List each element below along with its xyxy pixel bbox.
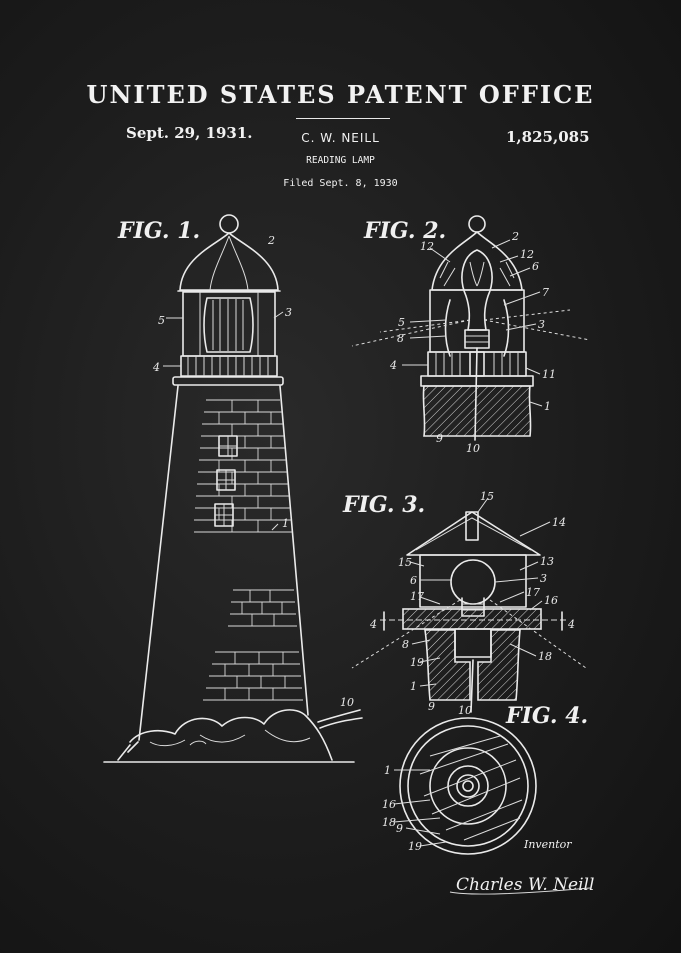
fig4-ref: 16 bbox=[382, 798, 396, 811]
fig2-ref: 7 bbox=[542, 286, 549, 299]
fig3-ref: 9 bbox=[428, 700, 435, 713]
fig1-ref: 2 bbox=[267, 234, 275, 247]
fig3-ref: 15 bbox=[398, 556, 412, 569]
fig3-ref: 13 bbox=[540, 555, 554, 568]
fig2-ref: 4 bbox=[389, 359, 397, 372]
fig1-ref: 10 bbox=[340, 696, 354, 709]
fig4-ref: 9 bbox=[396, 822, 403, 835]
fig3-ref: 10 bbox=[458, 704, 472, 717]
fig4-label: FIG. 4. bbox=[505, 703, 588, 729]
fig2-label: FIG. 2. bbox=[363, 218, 446, 244]
fig3-ref: 17 bbox=[410, 590, 424, 603]
fig2-ref: 10 bbox=[466, 442, 480, 455]
fig3-ref: 16 bbox=[544, 594, 558, 607]
fig3-ref: 6 bbox=[410, 574, 417, 587]
fig3-ref: 3 bbox=[540, 572, 547, 585]
fig3-ref: 14 bbox=[552, 516, 566, 529]
fig1-ref: 1 bbox=[282, 517, 289, 530]
fig2-ref: 8 bbox=[397, 332, 404, 345]
fig3-ref: 1 bbox=[410, 680, 417, 693]
fig2-ref: 5 bbox=[398, 316, 405, 329]
figure-2-section: FIG. 2. 2 12 12 6 7 bbox=[351, 215, 591, 455]
patent-subject: READING LAMP bbox=[306, 155, 375, 166]
filed-date: Filed Sept. 8, 1930 bbox=[283, 178, 398, 189]
fig2-ref: 6 bbox=[532, 260, 539, 273]
inventor-name: C. W. NEILL bbox=[301, 131, 380, 145]
fig2-ref: 9 bbox=[436, 432, 443, 445]
fig1-ref: 4 bbox=[152, 361, 160, 374]
fig3-ref: 17 bbox=[526, 586, 540, 599]
fig3-ref: 4 bbox=[369, 618, 377, 631]
inventor-signature: Inventor Charles W. Neill bbox=[449, 838, 594, 895]
inventor-signature-name: Charles W. Neill bbox=[456, 875, 594, 895]
patent-date: Sept. 29, 1931. bbox=[126, 124, 253, 142]
fig3-ref: 4 bbox=[567, 618, 575, 631]
patent-number: 1,825,085 bbox=[506, 128, 590, 146]
fig4-ref: 18 bbox=[382, 816, 396, 829]
fig3-ref: 15 bbox=[480, 490, 494, 503]
patent-office-title: UNITED STATES PATENT OFFICE bbox=[86, 80, 595, 109]
fig2-ref: 2 bbox=[511, 230, 519, 243]
figure-1-lighthouse: FIG. 1. bbox=[103, 214, 363, 763]
fig2-ref: 11 bbox=[542, 368, 556, 381]
fig2-ref: 12 bbox=[420, 240, 434, 253]
fig3-ref: 8 bbox=[402, 638, 409, 651]
title-rule bbox=[296, 118, 390, 119]
fig1-label: FIG. 1. bbox=[117, 218, 200, 244]
fig3-label: FIG. 3. bbox=[342, 492, 425, 518]
fig3-ref: 18 bbox=[538, 650, 552, 663]
figure-3-section: FIG. 3. 15 14 13 15 6 bbox=[342, 490, 587, 717]
inventor-label: Inventor bbox=[523, 838, 572, 851]
fig2-ref: 1 bbox=[544, 400, 551, 413]
fig4-ref: 1 bbox=[384, 764, 391, 777]
figure-4-plan: FIG. 4. 1 16 18 9 19 bbox=[382, 703, 588, 855]
fig3-ref: 19 bbox=[410, 656, 424, 669]
fig4-ref: 19 bbox=[408, 840, 422, 853]
fig1-ref: 5 bbox=[158, 314, 165, 327]
fig2-ref: 3 bbox=[538, 318, 545, 331]
fig1-ref: 3 bbox=[285, 306, 292, 319]
fig2-ref: 12 bbox=[520, 248, 534, 261]
